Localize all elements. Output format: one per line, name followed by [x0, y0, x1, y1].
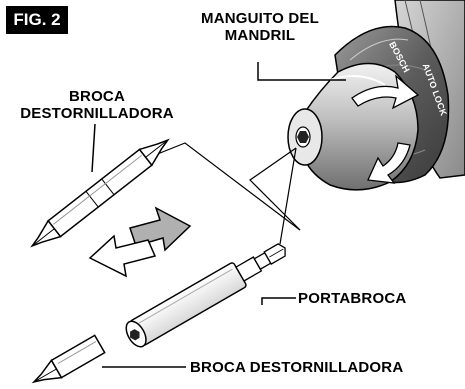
leader-bit-top [91, 123, 96, 173]
label-bit-top: BROCA DESTORNILLADORA [12, 88, 182, 122]
label-chuck-sleeve-line2: MANDRIL [224, 27, 296, 44]
leader-bit-holder [261, 297, 296, 305]
figure-badge: FIG. 2 [6, 6, 68, 34]
label-chuck-sleeve: MANGUITO DEL MANDRIL [190, 10, 330, 44]
label-bit-bottom: BROCA DESTORNILLADORA [190, 359, 404, 376]
remove-arrow-icon [88, 234, 157, 278]
screwdriver-bit-bottom [31, 334, 106, 384]
bit-holder [125, 243, 286, 348]
leader-chuck-sleeve [257, 62, 346, 81]
label-bit-holder: PORTABROCA [298, 290, 407, 307]
label-bit-top-line1: BROCA [69, 88, 125, 105]
label-bit-top-line2: DESTORNILLADORA [20, 105, 174, 122]
label-chuck-sleeve-line1: MANGUITO DEL [201, 10, 319, 27]
rotation-arrow-icon [351, 74, 420, 184]
screwdriver-bit-top [30, 138, 170, 248]
alignment-lines [149, 142, 301, 245]
